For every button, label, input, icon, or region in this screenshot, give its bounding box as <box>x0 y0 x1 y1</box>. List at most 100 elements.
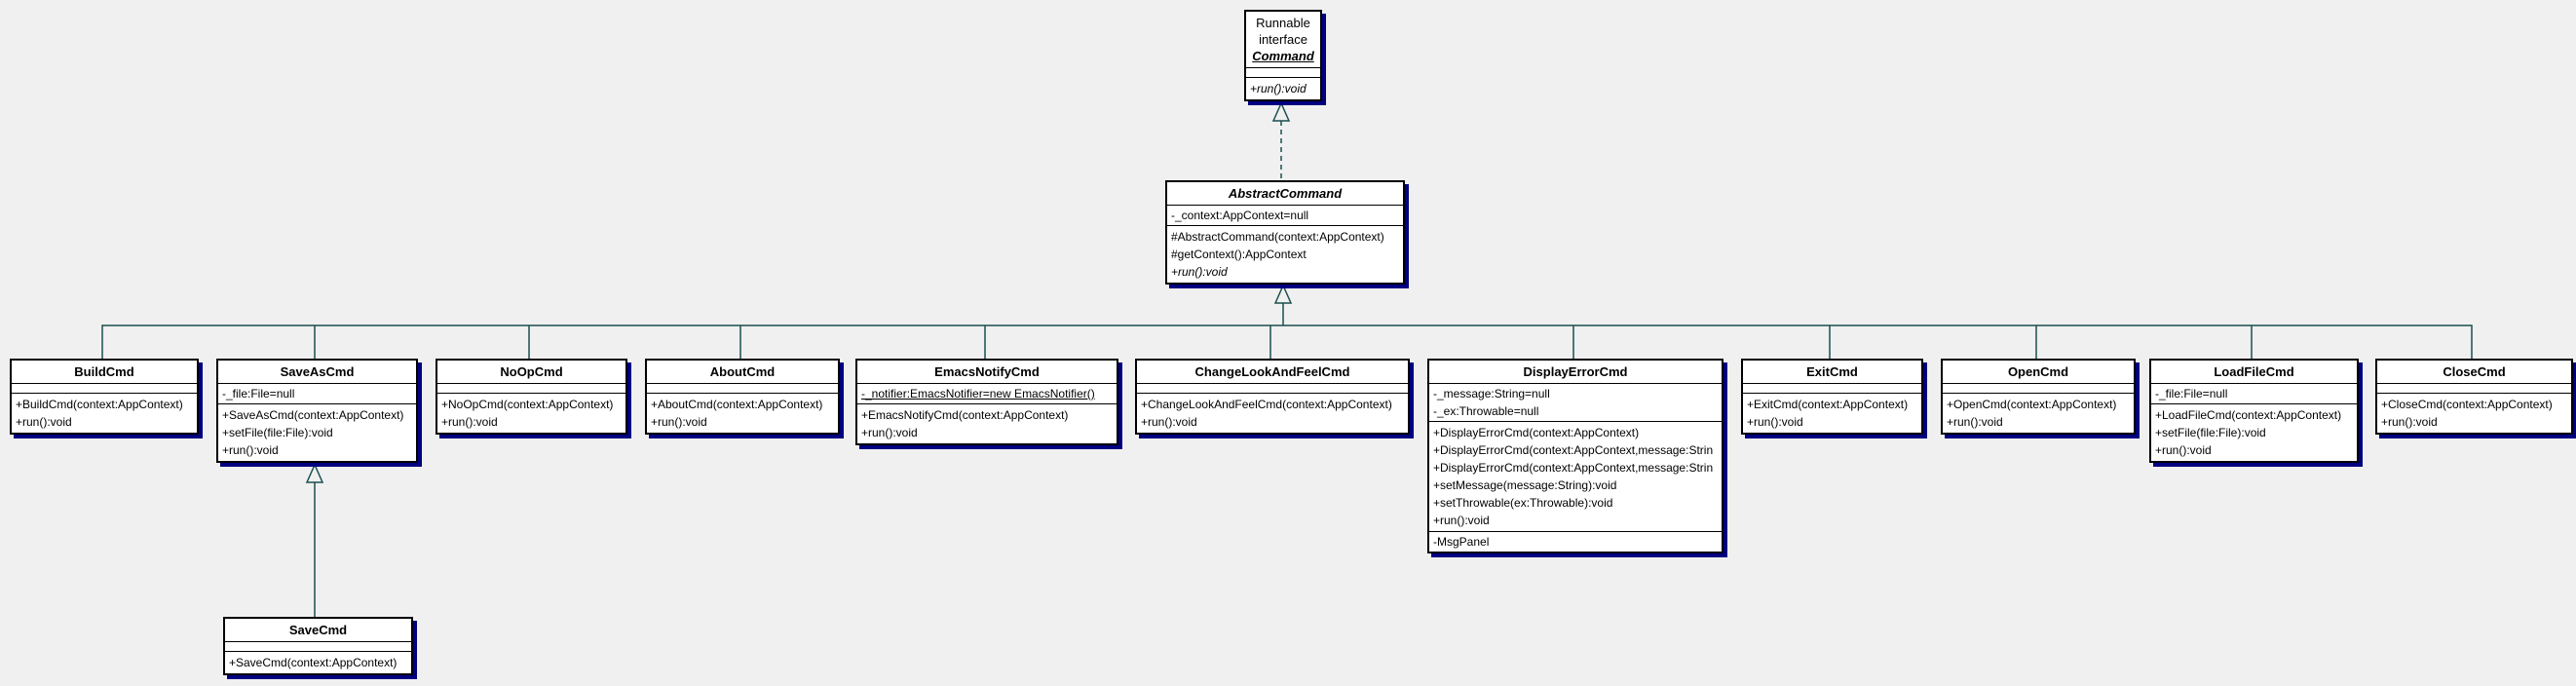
method-row: #AbstractCommand(context:AppContext) <box>1171 230 1384 244</box>
method-row: +setFile(file:File):void <box>2155 426 2266 439</box>
method-row: +ExitCmd(context:AppContext) <box>1747 398 1909 411</box>
class-name-text: BuildCmd <box>74 364 134 379</box>
methods-compartment: +ChangeLookAndFeelCmd(context:AppContext… <box>1137 394 1408 433</box>
class-aboutcmd: AboutCmd+AboutCmd(context:AppContext)+ru… <box>645 359 840 435</box>
generalization-stubs <box>314 325 2253 359</box>
method-row: +LoadFileCmd(context:AppContext) <box>2155 408 2342 422</box>
attributes-compartment: -_notifier:EmacsNotifier=new EmacsNotifi… <box>857 384 1117 404</box>
methods-compartment: #AbstractCommand(context:AppContext) #get… <box>1167 226 1403 283</box>
method-row: +NoOpCmd(context:AppContext) <box>441 398 614 411</box>
class-name-text: interface <box>1259 32 1307 47</box>
attribute-row: -_context:AppContext=null <box>1171 209 1309 222</box>
class-name-text: ChangeLookAndFeelCmd <box>1194 364 1350 379</box>
attribute-row: -_file:File=null <box>2155 387 2228 400</box>
methods-compartment: +LoadFileCmd(context:AppContext) +setFile… <box>2151 404 2357 461</box>
class-saveascmd: SaveAsCmd -_file:File=null +SaveAsCmd(cont… <box>216 359 418 463</box>
method-row: +ChangeLookAndFeelCmd(context:AppContext… <box>1141 398 1392 411</box>
methods-compartment: +run():void <box>1246 78 1320 99</box>
method-row: +run():void <box>16 415 72 429</box>
class-title: EmacsNotifyCmd <box>857 361 1117 384</box>
method-row: +setMessage(message:String):void <box>1433 478 1617 492</box>
class-name-text: SaveAsCmd <box>280 364 355 379</box>
method-row: +DisplayErrorCmd(context:AppContext,mess… <box>1433 461 1714 475</box>
method-row: +run():void <box>861 426 918 439</box>
class-name-text: Command <box>1252 49 1314 63</box>
class-name-text: NoOpCmd <box>500 364 563 379</box>
methods-compartment: +NoOpCmd(context:AppContext) +run():void <box>437 394 625 433</box>
class-title: AboutCmd <box>647 361 838 384</box>
method-row: +run():void <box>441 415 498 429</box>
class-name-text: Runnable <box>1256 16 1310 30</box>
methods-compartment: +DisplayErrorCmd(context:AppContext)+Dis… <box>1429 422 1722 531</box>
method-row: +DisplayErrorCmd(context:AppContext,mess… <box>1433 443 1714 457</box>
class-title: BuildCmd <box>12 361 197 384</box>
class-name-text: LoadFileCmd <box>2214 364 2294 379</box>
method-row: +run():void <box>1433 514 1490 527</box>
method-row: +SaveCmd(context:AppContext) <box>229 656 398 669</box>
class-name-text: ExitCmd <box>1806 364 1858 379</box>
class-title: SaveAsCmd <box>218 361 416 384</box>
attributes-compartment: -_context:AppContext=null <box>1167 206 1403 226</box>
method-row: +run():void <box>222 443 279 457</box>
class-name-text: AbstractCommand <box>1228 186 1343 201</box>
class-buildcmd: BuildCmd +BuildCmd(context:AppContext) +ru… <box>10 359 199 435</box>
class-noopcmd: NoOpCmd +NoOpCmd(context:AppContext) +run(… <box>436 359 627 435</box>
method-row: +run():void <box>2155 443 2212 457</box>
attributes-compartment <box>225 642 411 652</box>
attributes-compartment <box>437 384 625 394</box>
attribute-row: -_notifier:EmacsNotifier=new EmacsNotifi… <box>861 387 1095 400</box>
method-row: +run():void <box>1171 265 1228 279</box>
class-emacsnotifycmd: EmacsNotifyCmd -_notifier:EmacsNotifier=n… <box>855 359 1118 445</box>
class-name-text: AboutCmd <box>709 364 776 379</box>
attributes-compartment <box>1246 68 1320 78</box>
method-row: +OpenCmd(context:AppContext) <box>1947 398 2117 411</box>
realization-arrowhead-icon <box>1271 101 1291 122</box>
methods-compartment: +OpenCmd(context:AppContext) +run():void <box>1943 394 2134 433</box>
attribute-row: -_message:String=null <box>1433 387 1550 400</box>
attributes-compartment: -_file:File=null <box>2151 384 2357 404</box>
method-row: +BuildCmd(context:AppContext) <box>16 398 183 411</box>
attribute-row: -_ex:Throwable=null <box>1433 404 1539 418</box>
method-row: +EmacsNotifyCmd(context:AppContext) <box>861 408 1069 422</box>
extra-row: -MsgPanel <box>1433 535 1490 549</box>
method-row: #getContext():AppContext <box>1171 248 1307 261</box>
generalization-arrowhead-savecmd-icon <box>305 463 324 483</box>
class-title: ExitCmd <box>1743 361 1921 384</box>
class-title: AbstractCommand <box>1167 182 1403 206</box>
methods-compartment: +CloseCmd(context:AppContext)+run():void <box>2377 394 2571 433</box>
extra-compartment: -MsgPanel <box>1429 531 1722 552</box>
class-title: CloseCmd <box>2377 361 2571 384</box>
class-name-text: CloseCmd <box>2443 364 2506 379</box>
class-title: SaveCmd <box>225 619 411 642</box>
class-name-text: DisplayErrorCmd <box>1523 364 1628 379</box>
class-loadfilecmd: LoadFileCmd -_file:File=null +LoadFileCmd(… <box>2149 359 2359 463</box>
methods-compartment: +ExitCmd(context:AppContext) +run():void <box>1743 394 1921 433</box>
class-title: OpenCmd <box>1943 361 2134 384</box>
class-opencmd: OpenCmd +OpenCmd(context:AppContext) +run(… <box>1941 359 2136 435</box>
attributes-compartment <box>1137 384 1408 394</box>
method-row: +AboutCmd(context:AppContext) <box>651 398 823 411</box>
class-title: LoadFileCmd <box>2151 361 2357 384</box>
attributes-compartment: -_file:File=null <box>218 384 416 404</box>
class-name-text: OpenCmd <box>2007 364 2069 379</box>
class-abstractcommand: AbstractCommand -_context:AppContext=null… <box>1165 180 1405 285</box>
method-row: +run():void <box>1747 415 1803 429</box>
attribute-row: -_file:File=null <box>222 387 295 400</box>
class-title: DisplayErrorCmd <box>1429 361 1722 384</box>
class-closecmd: CloseCmd +CloseCmd(context:AppContext)+ru… <box>2375 359 2573 435</box>
class-name-text: SaveCmd <box>288 623 348 637</box>
method-row: +run():void <box>1947 415 2003 429</box>
class-name-text: EmacsNotifyCmd <box>934 364 1040 379</box>
class-exitcmd: ExitCmd +ExitCmd(context:AppContext) +run(… <box>1741 359 1923 435</box>
methods-compartment: +SaveAsCmd(context:AppContext)+setFile(f… <box>218 404 416 461</box>
generalization-bus <box>101 324 2473 359</box>
method-row: +run():void <box>1250 82 1307 95</box>
method-row: +run():void <box>2381 415 2438 429</box>
methods-compartment: +SaveCmd(context:AppContext) <box>225 652 411 673</box>
method-row: +setFile(file:File):void <box>222 426 333 439</box>
generalization-arrowhead-icon <box>1273 284 1293 304</box>
